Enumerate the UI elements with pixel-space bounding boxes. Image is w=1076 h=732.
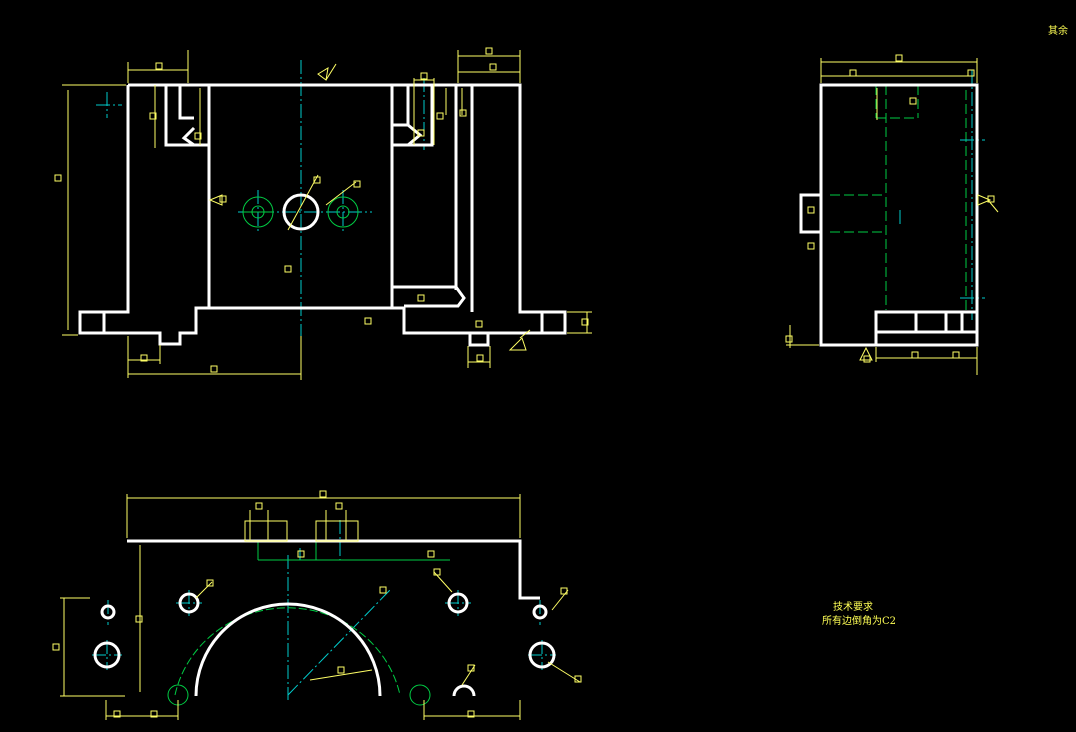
technical-requirements-title: 技术要求: [833, 602, 873, 613]
top-outline: [93, 539, 556, 697]
side-view: [785, 54, 999, 375]
front-hidden-holes: [242, 196, 359, 228]
front-dimensions: [54, 47, 592, 380]
front-outline: [78, 83, 567, 347]
side-outline: [799, 83, 979, 347]
roughness-note: 其余: [1048, 26, 1068, 37]
front-view: [54, 47, 592, 380]
top-dimensions: [52, 490, 582, 720]
top-view: [52, 490, 582, 720]
technical-requirements-line: 所有边倒角为C2: [822, 616, 897, 627]
side-centerlines: [899, 70, 985, 320]
side-hidden-lines: [830, 85, 967, 310]
side-dimensions: [785, 54, 999, 375]
top-hidden-arcs: [167, 540, 450, 706]
